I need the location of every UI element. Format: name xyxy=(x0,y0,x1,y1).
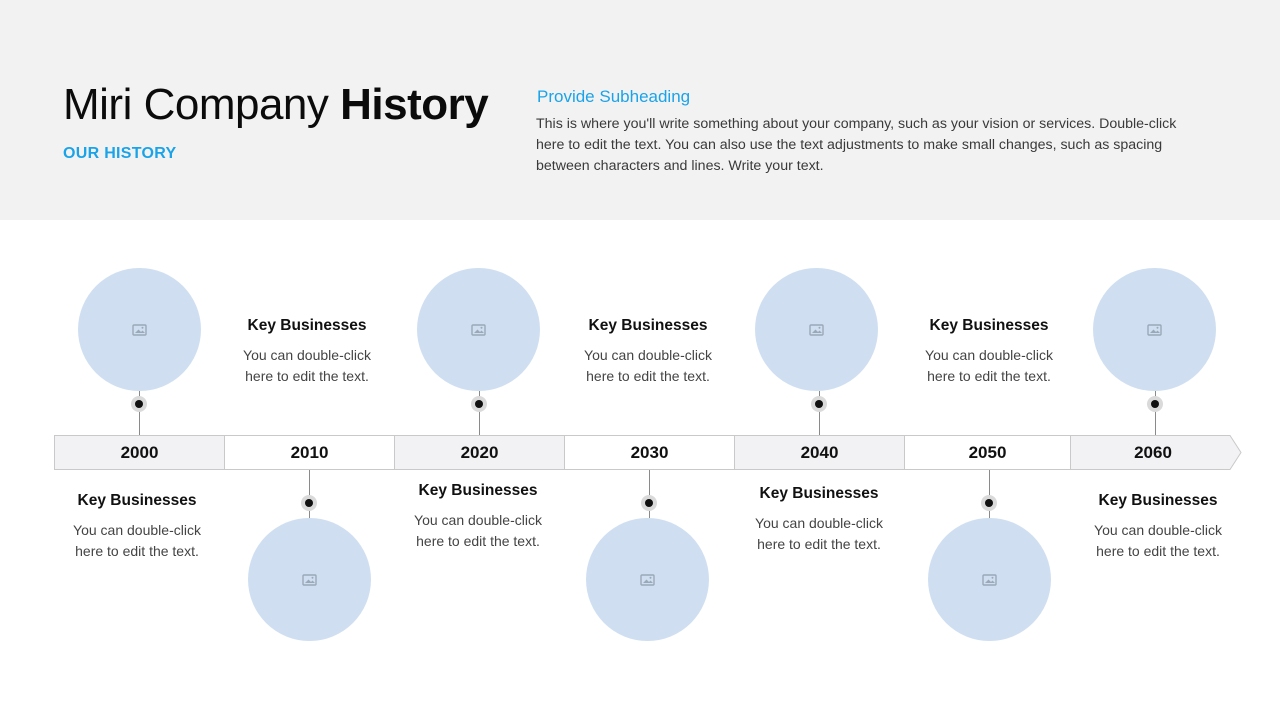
kicker-label[interactable]: OUR HISTORY xyxy=(63,145,177,162)
entry-description-line: here to edit the text. xyxy=(416,533,540,549)
page-title[interactable]: Miri Company History xyxy=(63,78,489,132)
year-segment-2020[interactable]: 2020 xyxy=(394,435,565,470)
timeline-dot-2050 xyxy=(981,495,997,511)
photo-placeholder-2050[interactable] xyxy=(928,518,1051,641)
photo-placeholder-2020[interactable] xyxy=(417,268,540,391)
entry-description-line: here to edit the text. xyxy=(927,368,1051,384)
timeline-dot-2000 xyxy=(131,396,147,412)
image-placeholder-icon xyxy=(981,573,997,586)
entry-description: You can double-click here to edit the te… xyxy=(729,513,909,555)
timeline-dot-2020 xyxy=(471,396,487,412)
entry-block-2000[interactable]: Key Businesses You can double-click here… xyxy=(47,491,227,562)
entry-block-2020[interactable]: Key Businesses You can double-click here… xyxy=(388,481,568,552)
year-segment-2000[interactable]: 2000 xyxy=(54,435,225,470)
connector-stem-2010 xyxy=(309,470,310,518)
entry-description-line: You can double-click xyxy=(414,512,542,528)
timeline-dot-2040 xyxy=(811,396,827,412)
entry-description: You can double-click here to edit the te… xyxy=(1068,520,1248,562)
header-band: Miri Company History OUR HISTORY Provide… xyxy=(0,0,1280,220)
entry-block-2060[interactable]: Key Businesses You can double-click here… xyxy=(1068,491,1248,562)
timeline-dot-2030 xyxy=(641,495,657,511)
entry-title: Key Businesses xyxy=(929,317,1049,334)
timeline-dot-2060 xyxy=(1147,396,1163,412)
connector-stem-2040 xyxy=(819,391,820,435)
year-segment-2030[interactable]: 2030 xyxy=(564,435,735,470)
entry-block-2050[interactable]: Key Businesses You can double-click here… xyxy=(899,316,1079,387)
year-segment-2060[interactable]: 2060 xyxy=(1134,442,1172,462)
entry-description: You can double-click here to edit the te… xyxy=(899,345,1079,387)
year-segment-2050[interactable]: 2050 xyxy=(904,435,1071,470)
photo-placeholder-2000[interactable] xyxy=(78,268,201,391)
entry-description-line: here to edit the text. xyxy=(757,536,881,552)
image-placeholder-icon xyxy=(1146,323,1162,336)
entry-title: Key Businesses xyxy=(1098,492,1218,509)
entry-description-line: You can double-click xyxy=(1094,522,1222,538)
image-placeholder-icon xyxy=(470,323,486,336)
entry-description-line: You can double-click xyxy=(925,347,1053,363)
image-placeholder-icon xyxy=(808,323,824,336)
image-placeholder-icon xyxy=(639,573,655,586)
year-segment-2010[interactable]: 2010 xyxy=(224,435,395,470)
title-regular: Miri Company xyxy=(63,80,329,129)
subheading[interactable]: Provide Subheading xyxy=(537,87,691,106)
entry-title: Key Businesses xyxy=(247,317,367,334)
photo-placeholder-2060[interactable] xyxy=(1093,268,1216,391)
photo-placeholder-2040[interactable] xyxy=(755,268,878,391)
connector-stem-2060 xyxy=(1155,391,1156,435)
entry-title: Key Businesses xyxy=(759,485,879,502)
entry-title: Key Businesses xyxy=(418,482,538,499)
image-placeholder-icon xyxy=(131,323,147,336)
entry-block-2010[interactable]: Key Businesses You can double-click here… xyxy=(217,316,397,387)
photo-placeholder-2010[interactable] xyxy=(248,518,371,641)
entry-description-line: here to edit the text. xyxy=(1096,543,1220,559)
entry-description-line: You can double-click xyxy=(584,347,712,363)
entry-description-line: here to edit the text. xyxy=(75,543,199,559)
photo-placeholder-2030[interactable] xyxy=(586,518,709,641)
entry-description-line: You can double-click xyxy=(755,515,883,531)
entry-block-2030[interactable]: Key Businesses You can double-click here… xyxy=(558,316,738,387)
connector-stem-2030 xyxy=(649,470,650,518)
entry-description: You can double-click here to edit the te… xyxy=(558,345,738,387)
entry-title: Key Businesses xyxy=(77,492,197,509)
entry-description-line: You can double-click xyxy=(73,522,201,538)
arrow-segment-shape xyxy=(1070,435,1242,470)
connector-stem-2050 xyxy=(989,470,990,518)
entry-block-2040[interactable]: Key Businesses You can double-click here… xyxy=(729,484,909,555)
timeline-dot-2010 xyxy=(301,495,317,511)
year-segment-2040[interactable]: 2040 xyxy=(734,435,905,470)
entry-description: You can double-click here to edit the te… xyxy=(47,520,227,562)
entry-description: You can double-click here to edit the te… xyxy=(217,345,397,387)
title-bold: History xyxy=(340,80,489,129)
connector-stem-2000 xyxy=(139,391,140,435)
entry-description-line: here to edit the text. xyxy=(245,368,369,384)
intro-paragraph[interactable]: This is where you'll write something abo… xyxy=(536,116,1177,174)
entry-description-line: here to edit the text. xyxy=(586,368,710,384)
image-placeholder-icon xyxy=(301,573,317,586)
entry-description-line: You can double-click xyxy=(243,347,371,363)
entry-description: You can double-click here to edit the te… xyxy=(388,510,568,552)
entry-title: Key Businesses xyxy=(588,317,708,334)
connector-stem-2020 xyxy=(479,391,480,435)
